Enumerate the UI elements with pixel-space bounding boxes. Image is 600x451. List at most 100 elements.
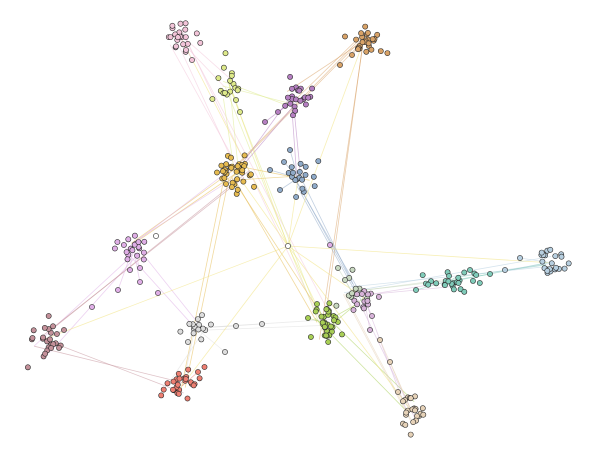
node-tan: [368, 46, 375, 53]
node-tan: [362, 23, 369, 30]
node-orchid: [140, 249, 147, 256]
node-tan: [374, 31, 381, 38]
node-pink: [177, 20, 184, 27]
node-salmon: [174, 381, 181, 388]
node-gold: [219, 168, 226, 175]
node-orchid: [124, 256, 131, 263]
node-teal: [455, 280, 462, 286]
node-lime: [227, 77, 233, 84]
node-mauve: [24, 364, 31, 371]
edge-lime-gold: [228, 78, 240, 177]
node-purple: [262, 119, 268, 125]
edge-trail-light-gray: [195, 323, 263, 329]
node-light-gray: [222, 349, 228, 355]
node-tan: [342, 33, 348, 40]
node-lime: [237, 109, 243, 115]
node-salmon: [175, 390, 182, 397]
node-teal: [450, 286, 457, 293]
node-mauve: [56, 344, 62, 351]
node-teal: [425, 281, 432, 288]
node-beige: [402, 421, 409, 428]
node-mint-gray: [335, 265, 341, 271]
node-orchid: [115, 287, 121, 293]
node-mauve: [45, 313, 52, 319]
node-tan: [364, 30, 371, 36]
node-light-gray: [186, 320, 193, 327]
node-pink: [182, 34, 189, 40]
edge-hub-lilac: [287, 245, 365, 299]
edge-hub-mauve: [44, 245, 289, 340]
node-tan: [355, 46, 361, 53]
node-beige: [410, 419, 417, 425]
node-green: [326, 300, 333, 307]
node-orchid: [125, 236, 132, 243]
node-teal: [461, 269, 468, 276]
node-orchid: [114, 239, 121, 245]
edge-lilac-teal: [365, 281, 446, 296]
node-gold: [223, 161, 230, 168]
node-lilac: [359, 291, 365, 297]
node-beige: [419, 405, 426, 412]
node-steel-blue: [302, 163, 309, 170]
node-beige: [407, 431, 414, 438]
node-gold: [233, 168, 240, 175]
node-mauve: [50, 323, 56, 330]
node-green: [339, 331, 345, 338]
node-light-gray: [185, 339, 191, 345]
node-gold: [247, 171, 254, 178]
node-pink: [180, 41, 187, 48]
node-salmon: [170, 378, 177, 385]
node-salmon: [175, 370, 182, 377]
node-tan: [365, 40, 372, 47]
node-salmon: [185, 366, 192, 373]
node-green: [305, 315, 311, 321]
node-mint-gray: [342, 277, 348, 283]
node-orchid: [140, 256, 147, 263]
edge-tan-purple: [291, 35, 362, 104]
node-purple: [302, 101, 309, 108]
node-gold: [228, 164, 235, 171]
node-teal: [467, 267, 473, 273]
edge-hub-pink: [179, 35, 289, 247]
node-lilac: [354, 291, 360, 298]
edge-trail-salmon: [181, 371, 199, 387]
node-orchid: [112, 245, 118, 252]
node-pale-blue: [553, 264, 559, 271]
node-gold: [240, 178, 247, 185]
node-mauve: [61, 327, 67, 333]
node-pale-blue: [502, 267, 508, 273]
edge-trail-pale-blue: [504, 262, 554, 271]
node-gold: [234, 176, 240, 183]
node-teal: [470, 277, 476, 284]
edge-gold-green: [233, 178, 318, 323]
node-mint-gray: [333, 302, 340, 309]
node-steel-blue: [302, 171, 309, 178]
node-purple: [287, 74, 293, 80]
node-pink: [182, 20, 189, 27]
node-salmon: [184, 395, 191, 402]
node-steel-blue: [267, 167, 273, 173]
node-beige: [403, 409, 410, 416]
node-lime: [220, 64, 227, 71]
node-teal: [419, 272, 426, 278]
edge-pink-green: [183, 36, 332, 318]
node-mauve: [40, 334, 46, 341]
node-pink: [193, 30, 200, 37]
node-steel-blue: [292, 177, 299, 183]
node-salmon: [182, 376, 189, 382]
node-light-gray: [259, 321, 265, 327]
edge-gold-salmon: [184, 178, 230, 388]
node-light-gray: [195, 326, 202, 333]
edge-mauve-gold: [50, 169, 250, 331]
node-pink: [174, 34, 181, 41]
node-gold: [221, 175, 228, 181]
node-pale-blue: [548, 260, 555, 267]
node-purple: [305, 94, 312, 101]
node-pale-blue: [547, 246, 554, 253]
node-tan: [369, 36, 376, 42]
node-gold: [223, 181, 229, 187]
node-lilac: [354, 301, 360, 308]
node-orchid: [123, 249, 130, 255]
node-green: [331, 317, 337, 324]
